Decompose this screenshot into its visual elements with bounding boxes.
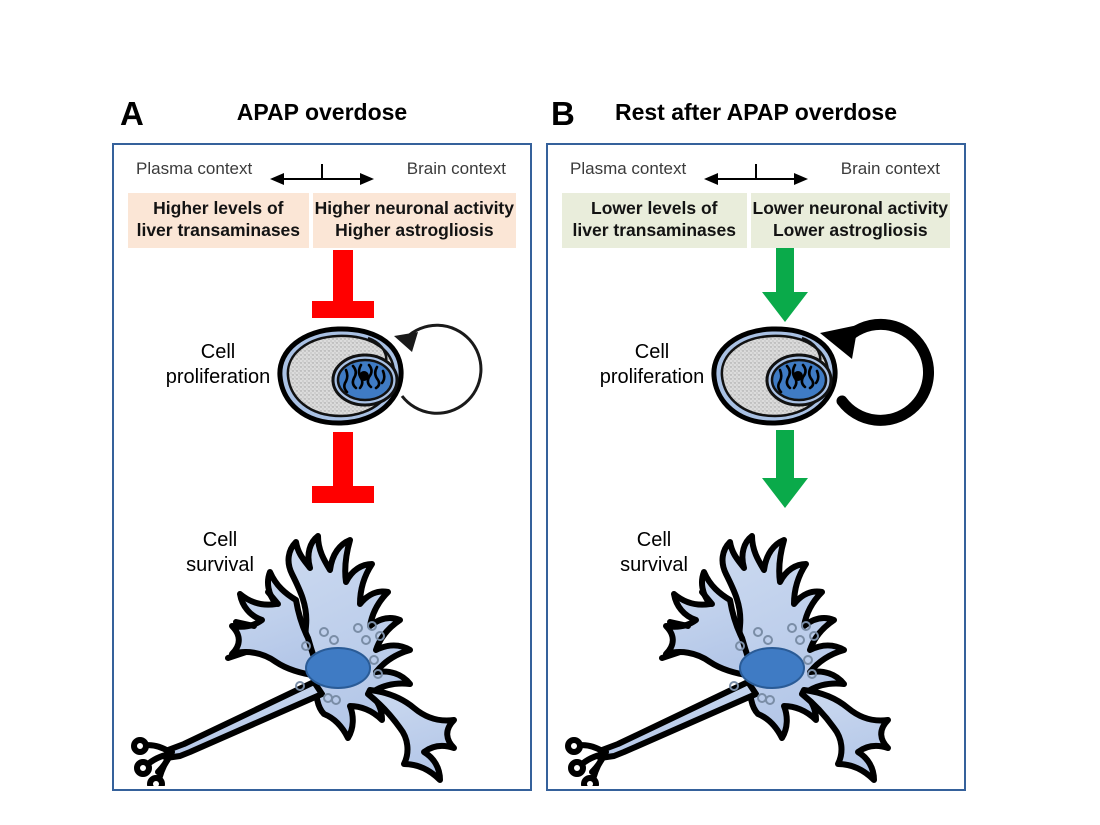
panel-title-b: Rest after APAP overdose <box>614 99 898 125</box>
statement-plasma-a-line2: liver transaminases <box>136 219 301 240</box>
neuron-icon-a <box>128 494 518 793</box>
process-label-survival-b-line2: survival <box>620 554 688 576</box>
context-label-plasma-b: Plasma context <box>570 159 687 178</box>
process-label-proliferation-b-line2: proliferation <box>599 366 705 388</box>
process-label-proliferation-a-line2: proliferation <box>165 366 271 388</box>
process-label-proliferation-a-line1: Cell <box>200 341 236 363</box>
process-label-survival-a-line2: survival <box>186 554 254 576</box>
statement-plasma-a: Higher levels of liver transaminases <box>128 193 309 249</box>
process-label-proliferation-a: Cell proliferation <box>158 340 278 390</box>
statement-brain-b: Lower neuronal activity Lower astroglios… <box>750 193 950 249</box>
panel-letter-b: B <box>551 95 575 132</box>
statement-brain-a: Higher neuronal activity Higher astrogli… <box>312 193 516 249</box>
statement-row-a: Higher levels of liver transaminases Hig… <box>128 193 516 249</box>
process-label-survival-b: Cell survival <box>604 528 704 578</box>
proliferating-cell-icon-a <box>268 322 410 435</box>
statement-plasma-a-line1: Higher levels of <box>153 198 284 218</box>
process-label-proliferation-b: Cell proliferation <box>592 340 712 390</box>
process-label-proliferation-b-line1: Cell <box>634 341 670 363</box>
activation-arrow-b-1 <box>742 248 828 333</box>
statement-row-b: Lower levels of liver transaminases Lowe… <box>562 193 950 249</box>
statement-brain-b-line2: Lower astrogliosis <box>772 219 928 240</box>
activation-arrow-b-2 <box>742 430 828 519</box>
proliferating-cell-icon-b <box>702 322 844 435</box>
context-double-arrow-b <box>702 162 810 197</box>
context-double-arrow-a <box>268 162 376 197</box>
statement-plasma-b: Lower levels of liver transaminases <box>562 193 747 249</box>
statement-plasma-b-line2: liver transaminases <box>572 219 736 240</box>
statement-brain-a-line2: Higher astrogliosis <box>335 219 494 240</box>
panel-letter-a: A <box>120 95 144 132</box>
statement-plasma-b-line1: Lower levels of <box>591 198 718 218</box>
inhibition-bar-a-1 <box>300 250 386 330</box>
context-row-a: Plasma context Brain context <box>114 159 530 193</box>
process-label-survival-a: Cell survival <box>170 528 270 578</box>
panel-a: Plasma context Brain context Higher leve… <box>112 143 532 791</box>
statement-brain-a-line1: Higher neuronal activity <box>314 198 514 218</box>
inhibition-bar-a-2 <box>300 432 386 517</box>
neuron-icon-b <box>562 494 952 793</box>
context-label-brain-b: Brain context <box>840 159 940 178</box>
process-label-survival-a-line1: Cell <box>202 529 238 551</box>
context-label-plasma-a: Plasma context <box>136 159 253 178</box>
process-label-survival-b-line1: Cell <box>636 529 672 551</box>
context-row-b: Plasma context Brain context <box>548 159 964 193</box>
context-label-brain-a: Brain context <box>406 159 506 178</box>
cell-cycle-arrow-b <box>812 313 938 440</box>
panel-title-a: APAP overdose <box>236 99 408 125</box>
statement-brain-b-line1: Lower neuronal activity <box>752 198 948 218</box>
cell-cycle-arrow-a <box>378 318 494 433</box>
